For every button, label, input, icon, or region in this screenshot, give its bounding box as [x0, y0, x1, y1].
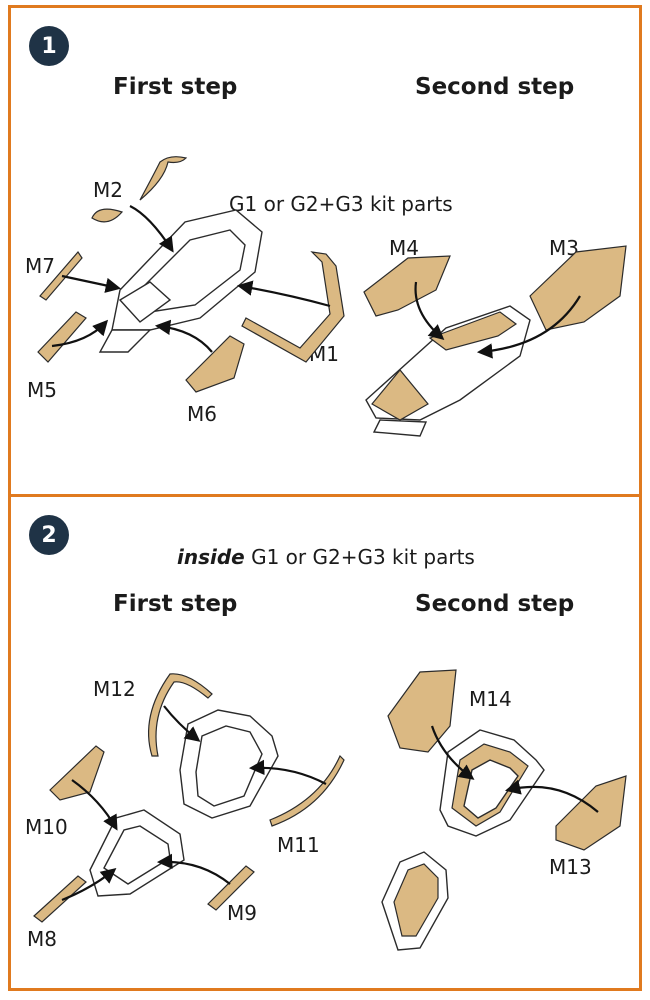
- second-step-title: Second step: [415, 591, 575, 617]
- second-step-title: Second step: [415, 74, 575, 100]
- step-number-badge: 1: [29, 26, 69, 66]
- label-m5: M5: [27, 378, 57, 402]
- part-m5: [37, 311, 87, 363]
- canopy-frame-inside: [179, 709, 279, 819]
- label-m7: M7: [25, 254, 55, 278]
- part-m11: [269, 754, 345, 827]
- canopy-g1-assembly: [98, 209, 263, 353]
- part-m6: [185, 335, 245, 393]
- label-m12: M12: [93, 677, 136, 701]
- inside-word: inside: [177, 545, 245, 569]
- label-m9: M9: [227, 901, 257, 925]
- part-m12: [147, 673, 213, 757]
- inside-kit-parts-text: G1 or G2+G3 kit parts: [251, 545, 475, 569]
- label-m8: M8: [27, 927, 57, 951]
- arrow-m3: [476, 295, 581, 359]
- arrow-m14: [430, 725, 475, 780]
- canopy-assembled: [365, 305, 531, 437]
- part-m7: [39, 251, 83, 301]
- label-m6: M6: [187, 402, 217, 426]
- label-m11: M11: [277, 833, 320, 857]
- kit-parts-label: G1 or G2+G3 kit parts: [229, 192, 453, 216]
- first-step-title: First step: [113, 591, 238, 617]
- label-m14: M14: [469, 687, 512, 711]
- windscreen-frame-inside-assembled: [381, 851, 449, 951]
- label-m2: M2: [93, 178, 123, 202]
- arrow-m8: [61, 868, 117, 902]
- canopy-frame-inside-assembled: [439, 729, 545, 837]
- arrow-m1: [236, 280, 331, 308]
- inside-kit-parts-label: inside G1 or G2+G3 kit parts: [177, 545, 475, 569]
- windscreen-frame-inside: [89, 809, 185, 897]
- arrow-m11: [248, 759, 327, 785]
- step-number-badge: 2: [29, 515, 69, 555]
- step-1-panel: 1 First step Second step G1 or G2+G3 kit…: [8, 5, 642, 500]
- part-m14: [387, 669, 457, 753]
- arrow-m9: [156, 853, 231, 885]
- label-m10: M10: [25, 815, 68, 839]
- label-m4: M4: [389, 236, 419, 260]
- part-m3: [529, 245, 627, 331]
- part-m8: [33, 875, 87, 923]
- part-m13: [555, 775, 627, 851]
- label-m13: M13: [549, 855, 592, 879]
- arrow-m7: [61, 274, 122, 293]
- part-m9: [207, 865, 255, 911]
- part-m10: [49, 745, 105, 801]
- part-m1: [241, 251, 345, 363]
- step-2-panel: 2 inside G1 or G2+G3 kit parts First ste…: [8, 494, 642, 991]
- arrow-m2: [129, 205, 174, 253]
- arrow-m10: [71, 779, 118, 831]
- arrow-m6: [154, 319, 213, 353]
- first-step-title: First step: [113, 74, 238, 100]
- arrow-m12: [163, 705, 201, 742]
- arrow-m13: [505, 779, 599, 813]
- part-m2: [91, 156, 188, 223]
- arrow-m5: [51, 319, 109, 348]
- part-m4: [363, 255, 451, 317]
- arrow-m4: [414, 281, 445, 341]
